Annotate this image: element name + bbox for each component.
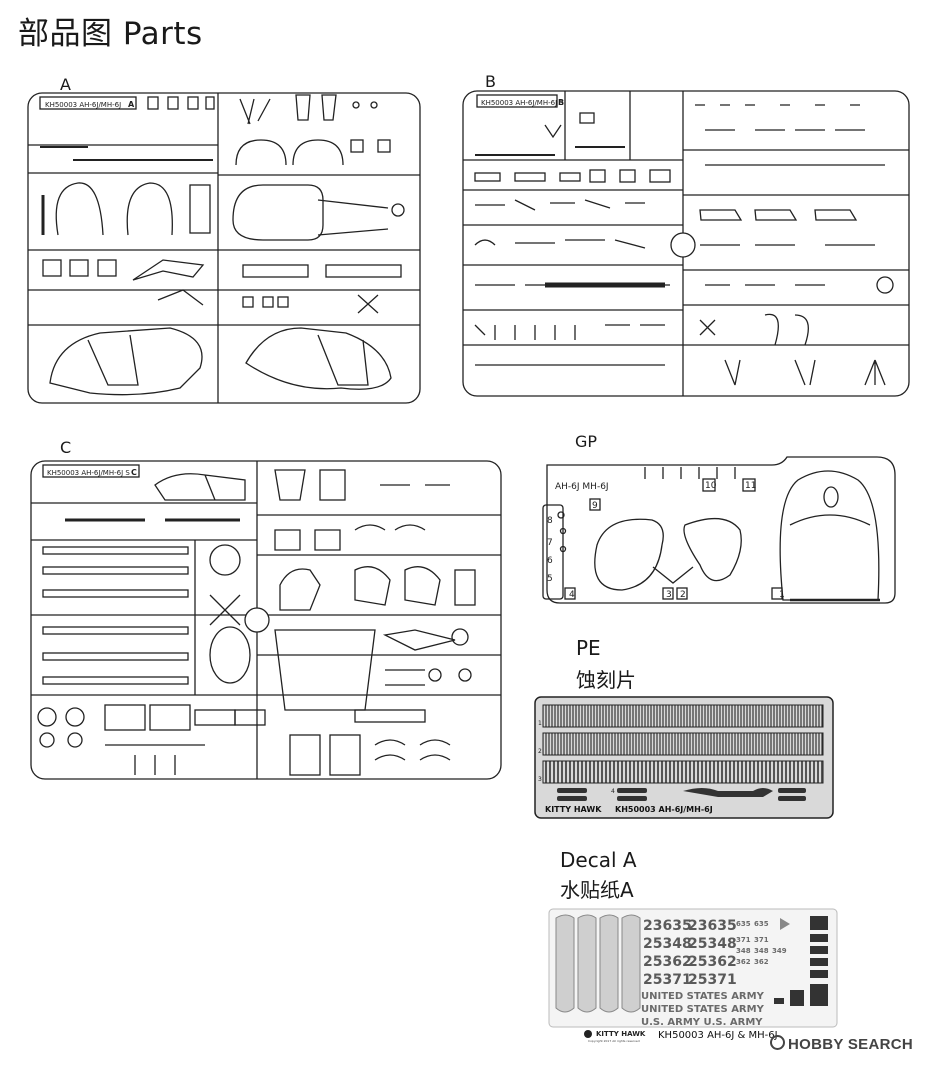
sprue-a-diagram: KH50003 AH-6J/MH-6J A xyxy=(27,92,421,404)
decal-army-text: UNITED STATES ARMY xyxy=(641,991,765,1002)
decal-brand: KITTY HAWK xyxy=(596,1030,646,1038)
decal-serial: 25371 xyxy=(688,972,737,988)
decal-serial: 25348 xyxy=(643,936,692,952)
sprue-gp-diagram: AH-6J MH-6J 1 2 3 4 5 6 7 8 9 10 11 xyxy=(542,456,896,604)
decal-serial: 25362 xyxy=(643,954,692,970)
decal-army-text: U.S. ARMY U.S. ARMY xyxy=(641,1017,763,1028)
gp-part-number: 2 xyxy=(680,590,686,600)
sprue-a-label: A xyxy=(60,75,71,94)
kitty-hawk-logo-icon xyxy=(584,1030,592,1038)
decal-copyright: Copyright 2017 All rights reserved xyxy=(588,1039,640,1043)
decal-sheet-diagram: 23635 23635 25348 25348 25362 25362 2537… xyxy=(548,908,838,1043)
gp-part-number: 3 xyxy=(666,590,672,600)
sprue-gp-label: GP xyxy=(575,432,598,451)
pe-part-number: 2 xyxy=(538,748,542,755)
sprue-a-code: KH50003 AH-6J/MH-6J xyxy=(45,101,121,109)
decal-serial: 23635 xyxy=(643,918,692,934)
gp-part-number: 9 xyxy=(592,501,598,511)
hobby-search-logo-icon xyxy=(769,1035,785,1050)
sprue-c-diagram: KH50003 AH-6J/MH-6J S C xyxy=(30,460,502,780)
decal-product: KH50003 AH-6J & MH-6J xyxy=(658,1030,778,1041)
decal-small-serial: 362 xyxy=(754,958,769,966)
decal-small-serial: 635 xyxy=(736,920,751,928)
decal-small-serial: 371 xyxy=(736,936,751,944)
sprue-b-diagram: KH50003 AH-6J/MH-6J S B xyxy=(462,90,910,397)
decal-small-serial: 348 xyxy=(736,947,751,955)
decal-small-serial: 349 xyxy=(772,947,787,955)
gp-part-number: 11 xyxy=(745,481,756,491)
sprue-b-code: KH50003 AH-6J/MH-6J S xyxy=(481,99,564,107)
page-title: 部品图 Parts xyxy=(18,16,203,52)
decal-serial: 25371 xyxy=(643,972,692,988)
decal-small-serial: 371 xyxy=(754,936,769,944)
sprue-c-label: C xyxy=(60,438,72,457)
sprue-gp-code: AH-6J MH-6J xyxy=(555,482,609,492)
decal-serial: 25348 xyxy=(688,936,737,952)
sprue-c-letter: C xyxy=(131,468,137,477)
decal-army-text: UNITED STATES ARMY xyxy=(641,1004,765,1015)
pe-code: KH50003 AH-6J/MH-6J xyxy=(615,805,713,814)
decal-small-serial: 362 xyxy=(736,958,751,966)
sprue-b-label: B xyxy=(485,72,496,91)
decal-small-serial: 635 xyxy=(754,920,769,928)
gp-part-number: 1 xyxy=(779,590,785,600)
gp-part-number: 10 xyxy=(705,481,717,491)
decal-serial: 23635 xyxy=(688,918,737,934)
sprue-b-letter: B xyxy=(558,98,564,107)
gp-part-number: 5 xyxy=(547,574,553,584)
gp-part-number: 8 xyxy=(547,516,553,526)
decal-label: Decal A xyxy=(560,848,637,872)
watermark: HOBBY SEARCH xyxy=(769,1035,913,1053)
gp-part-number: 6 xyxy=(547,556,553,566)
pe-part-number: 1 xyxy=(538,720,542,727)
gp-part-number: 7 xyxy=(547,538,553,548)
pe-fret-diagram: 1 2 3 4 KITTY HAWK KH50003 AH-6J/MH-6J xyxy=(534,696,834,819)
pe-part-number: 4 xyxy=(611,788,615,795)
decal-small-serial: 348 xyxy=(754,947,769,955)
pe-label-cn: 蚀刻片 xyxy=(576,668,636,692)
pe-label: PE xyxy=(576,636,601,660)
sprue-c-code: KH50003 AH-6J/MH-6J S xyxy=(47,469,130,477)
gp-part-number: 4 xyxy=(569,590,575,600)
pe-brand: KITTY HAWK xyxy=(545,805,602,814)
sprue-a-letter: A xyxy=(128,100,135,109)
decal-serial: 25362 xyxy=(688,954,737,970)
decal-label-cn: 水贴纸A xyxy=(560,878,634,902)
pe-part-number: 3 xyxy=(538,776,542,783)
